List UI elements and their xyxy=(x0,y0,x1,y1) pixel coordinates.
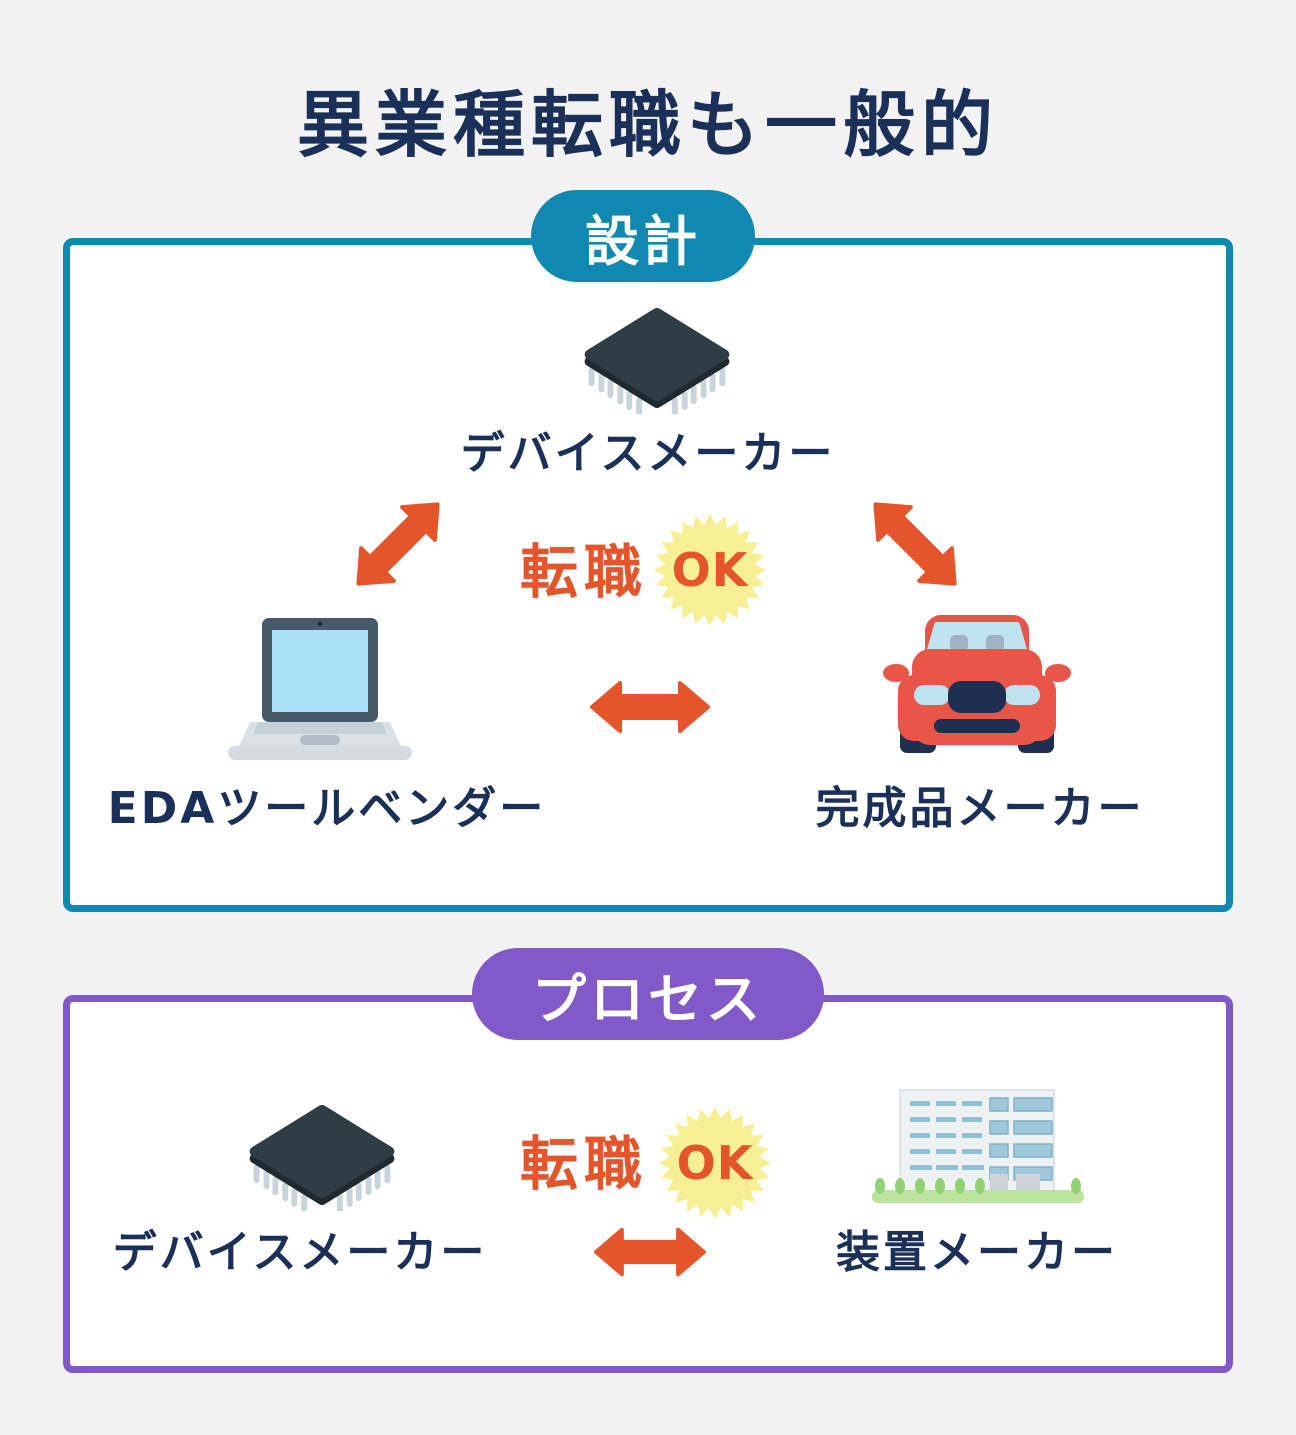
double-arrow-icon xyxy=(587,1224,713,1280)
ok-text: OK xyxy=(676,1136,754,1190)
ok-starburst-icon: OK xyxy=(656,1104,774,1222)
laptop-icon xyxy=(220,616,420,768)
double-arrow-icon xyxy=(588,677,712,737)
node-label-device-maker-process: デバイスメーカー xyxy=(112,1227,488,1278)
ok-text: OK xyxy=(671,543,749,597)
ok-starburst-icon: OK xyxy=(651,511,769,629)
diagonal-arrow-icon xyxy=(846,475,983,612)
node-label-finished-product-maker: 完成品メーカー xyxy=(815,783,1145,834)
tenshoku-text: 転職 xyxy=(520,1130,649,1198)
section-process-label-text: プロセス xyxy=(532,967,764,1031)
car-icon xyxy=(882,613,1072,755)
page-title: 異業種転職も一般的 xyxy=(296,83,999,167)
tenshoku-text: 転職 xyxy=(520,538,649,606)
building-icon xyxy=(872,1086,1084,1208)
node-label-device-maker-design: デバイスメーカー xyxy=(460,428,836,479)
chip-icon xyxy=(577,299,737,414)
chip-icon xyxy=(242,1096,402,1211)
diagonal-arrow-icon xyxy=(329,475,466,612)
section-process-label: プロセス xyxy=(472,948,824,1040)
section-design-label-text: 設計 xyxy=(585,209,701,273)
node-label-equipment-maker: 装置メーカー xyxy=(836,1227,1118,1278)
node-label-eda-tool-vendor: EDAツールベンダー xyxy=(107,783,547,834)
section-design-label: 設計 xyxy=(531,190,755,282)
